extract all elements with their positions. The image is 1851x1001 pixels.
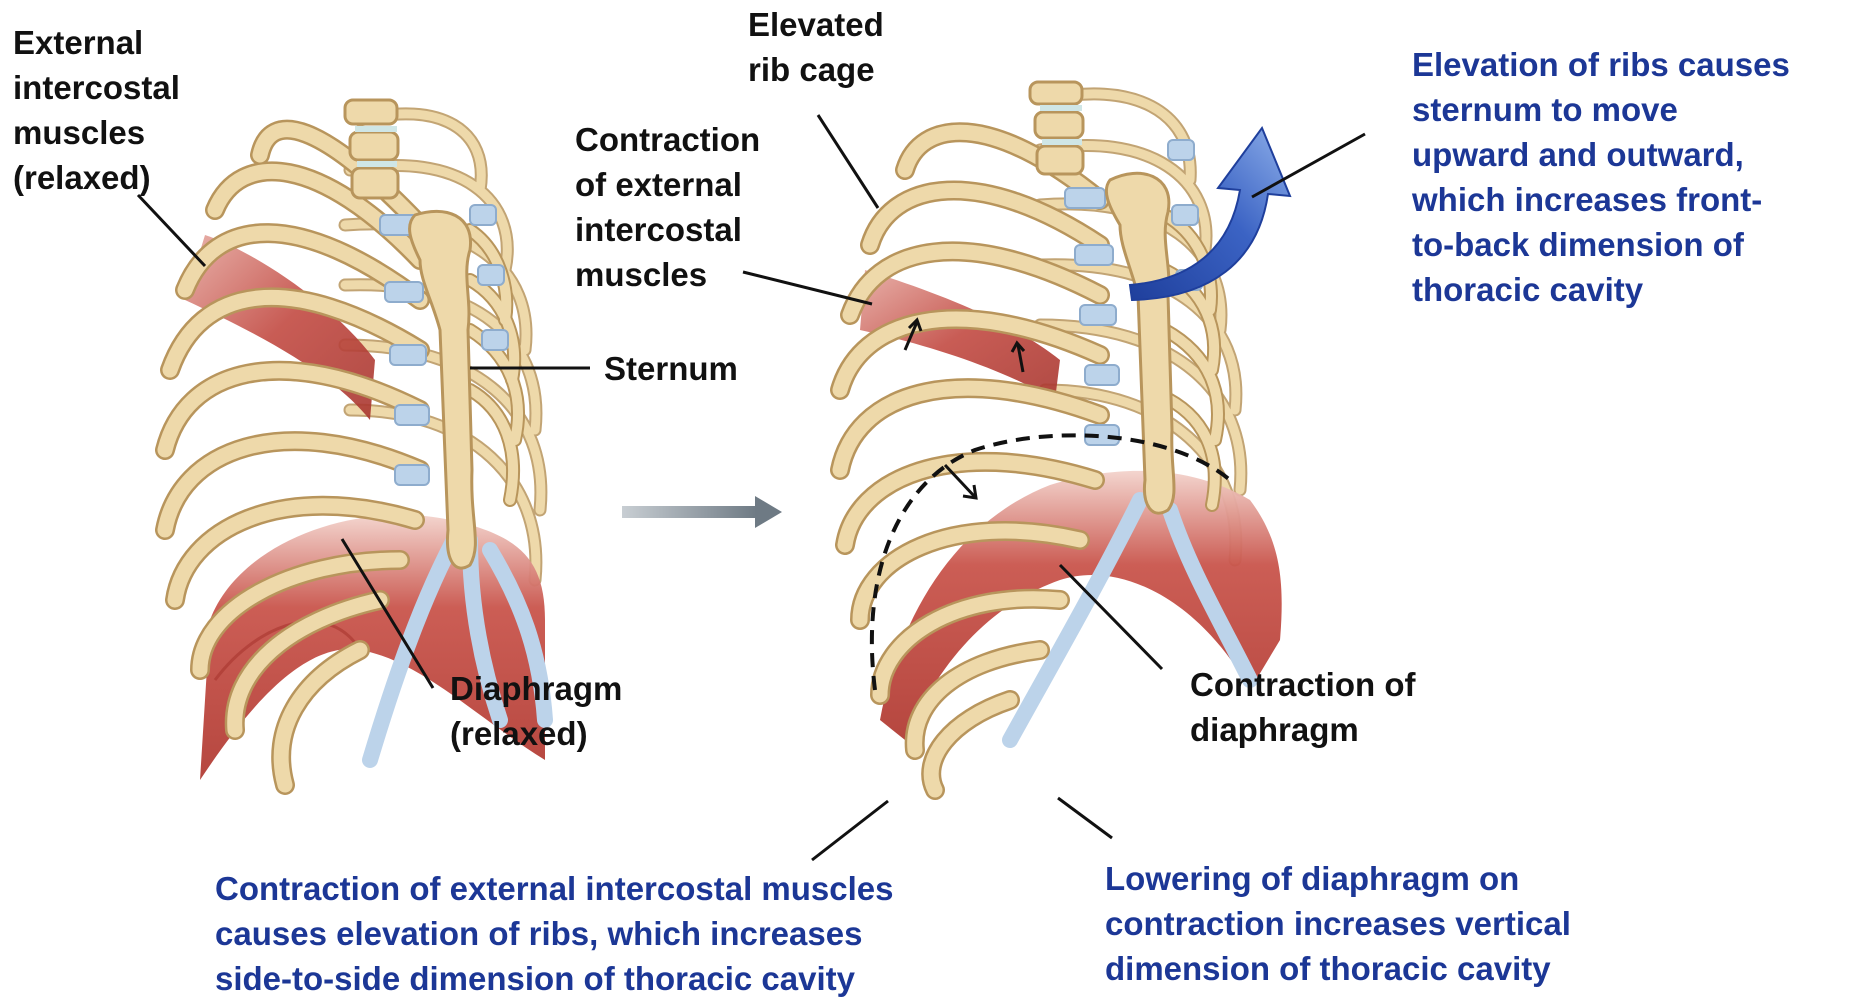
note-rib-elevation: Contraction of external intercostal musc… [215,866,894,1001]
label-contraction-external-intercostal: Contraction of external intercostal musc… [575,117,760,297]
label-external-intercostal-relaxed: External intercostal muscles (relaxed) [13,20,180,200]
transition-arrow [622,496,782,528]
label-elevated-rib-cage: Elevated rib cage [748,2,884,92]
label-sternum: Sternum [604,346,738,391]
label-contraction-diaphragm: Contraction of diaphragm [1190,662,1415,752]
sternum-right-bone [1106,173,1174,513]
label-diaphragm-relaxed: Diaphragm (relaxed) [450,666,622,756]
vertebra-left [345,100,398,198]
vertebra-right [1030,82,1083,174]
note-diaphragm-lowering: Lowering of diaphragm on contraction inc… [1105,856,1571,991]
note-sternum-elevation: Elevation of ribs causes sternum to move… [1412,42,1790,312]
